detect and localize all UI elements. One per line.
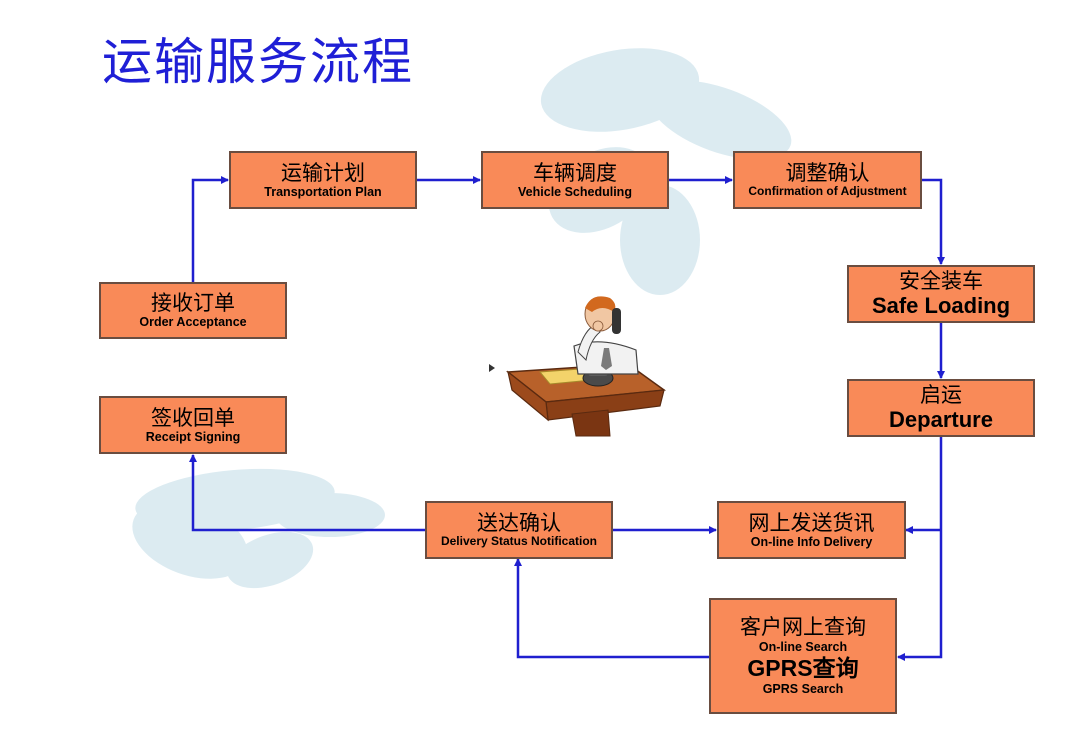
node-title-en: Vehicle Scheduling — [518, 184, 632, 199]
node-title-en: Confirmation of Adjustment — [748, 184, 907, 199]
node-receipt-signing: 签收回单 Receipt Signing — [99, 396, 287, 454]
node-order-acceptance: 接收订单 Order Acceptance — [99, 282, 287, 339]
node-safe-loading: 安全装车 Safe Loading — [847, 265, 1035, 323]
arrow-departure-to-search — [897, 437, 943, 661]
node-title-en: Safe Loading — [871, 293, 1011, 319]
node-title-zh: 签收回单 — [151, 405, 235, 430]
node-transport-plan: 运输计划 Transportation Plan — [229, 151, 417, 209]
node-title-zh: 运输计划 — [281, 160, 365, 185]
node-title-en: Departure — [889, 407, 993, 433]
arrow-confirm-to-loading — [922, 178, 945, 265]
node-confirmation-of-adjustment: 调整确认 Confirmation of Adjustment — [733, 151, 922, 209]
clerk-on-phone-illustration — [506, 296, 667, 437]
node-title-zh: 调整确认 — [785, 161, 870, 186]
node-subtitle-zh: GPRS查询 — [747, 654, 859, 681]
node-title-zh: 车辆调度 — [533, 160, 617, 185]
node-online-info-delivery: 网上发送货讯 On-line Info Delivery — [717, 501, 906, 559]
small-arrow-marker — [489, 364, 495, 372]
arrow-status-to-receipt — [189, 454, 426, 532]
node-title-zh: 送达确认 — [477, 511, 561, 536]
node-title-en: Delivery Status Notification — [440, 534, 598, 549]
node-title-zh: 接收订单 — [151, 291, 235, 316]
node-title-en: Order Acceptance — [139, 315, 247, 330]
node-title-en: On-line Info Delivery — [750, 534, 873, 549]
node-title-en: Transportation Plan — [264, 184, 382, 199]
node-online-search: 客户网上查询 On-line Search GPRS查询 GPRS Search — [709, 598, 897, 714]
node-title-zh: 客户网上查询 — [740, 614, 866, 639]
node-title-zh: 启运 — [920, 383, 962, 408]
node-title-zh: 安全装车 — [899, 269, 983, 294]
page-title: 运输服务流程 — [102, 33, 414, 91]
node-title-en: Receipt Signing — [145, 429, 241, 444]
node-title-en: On-line Search — [758, 639, 848, 654]
node-subtitle-en: GPRS Search — [762, 682, 844, 697]
node-vehicle-scheduling: 车辆调度 Vehicle Scheduling — [481, 151, 669, 209]
arrow-order-to-plan — [191, 176, 229, 282]
arrow-search-to-status — [514, 558, 710, 659]
node-delivery-status-notification: 送达确认 Delivery Status Notification — [425, 501, 613, 559]
node-title-zh: 网上发送货讯 — [748, 510, 875, 535]
node-departure: 启运 Departure — [847, 379, 1035, 437]
